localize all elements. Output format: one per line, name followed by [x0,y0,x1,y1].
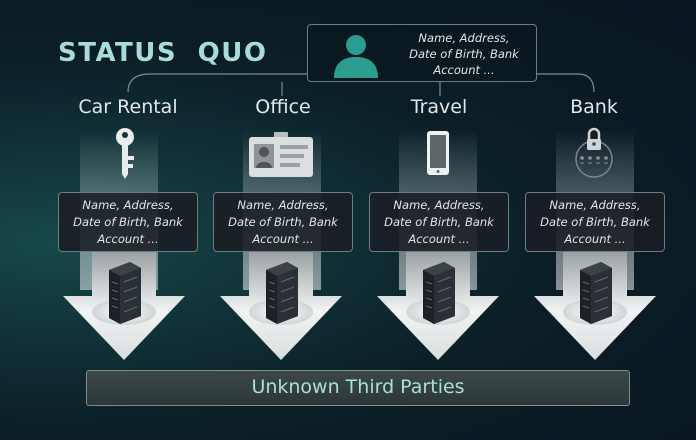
text-line: Date of Birth, Bank [409,47,519,61]
connector-lines [127,73,595,96]
diagram-title: STATUS QUO [58,38,268,68]
server-group-travel [406,262,470,325]
server-group-office [249,262,313,325]
text-line: Date of Birth, Bank [73,215,183,229]
text-line: Name, Address, [82,198,174,212]
text-line: Account ... [433,63,495,77]
text-line: Account ... [564,232,626,246]
person-icon [334,35,378,78]
bottom-bar-label: Unknown Third Parties [251,376,465,398]
text-line: Date of Birth, Bank [384,215,494,229]
server-group-bank [563,262,627,325]
user-data-box: Name, Address, Date of Birth, Bank Accou… [307,24,537,82]
text-line: Name, Address, [237,198,329,212]
column-label-travel: Travel [410,96,468,118]
column-label-car-rental: Car Rental [78,96,178,118]
text-line: Date of Birth, Bank [540,215,650,229]
data-box-bank: Name, Address, Date of Birth, Bank Accou… [525,192,665,252]
text-line: Name, Address, [393,198,485,212]
smartphone-icon [427,131,449,175]
text-line: Name, Address, [418,31,510,45]
column-label-bank: Bank [570,96,618,118]
data-box-office: Name, Address, Date of Birth, Bank Accou… [213,192,353,252]
key-icon [116,128,134,179]
text-line: Account ... [252,232,314,246]
text-line: Date of Birth, Bank [228,215,338,229]
text-line: Name, Address, [549,198,641,212]
server-group-car-rental [92,262,156,325]
id-badge-icon [249,132,313,177]
pin-lock-icon [575,127,613,178]
data-box-car-rental: Name, Address, Date of Birth, Bank Accou… [58,192,198,252]
user-data-text: Name, Address, Date of Birth, Bank Accou… [394,30,534,78]
data-box-travel: Name, Address, Date of Birth, Bank Accou… [369,192,509,252]
text-line: Account ... [97,232,159,246]
text-line: Account ... [408,232,470,246]
column-label-office: Office [255,96,311,118]
unknown-third-parties-bar: Unknown Third Parties [86,370,630,406]
